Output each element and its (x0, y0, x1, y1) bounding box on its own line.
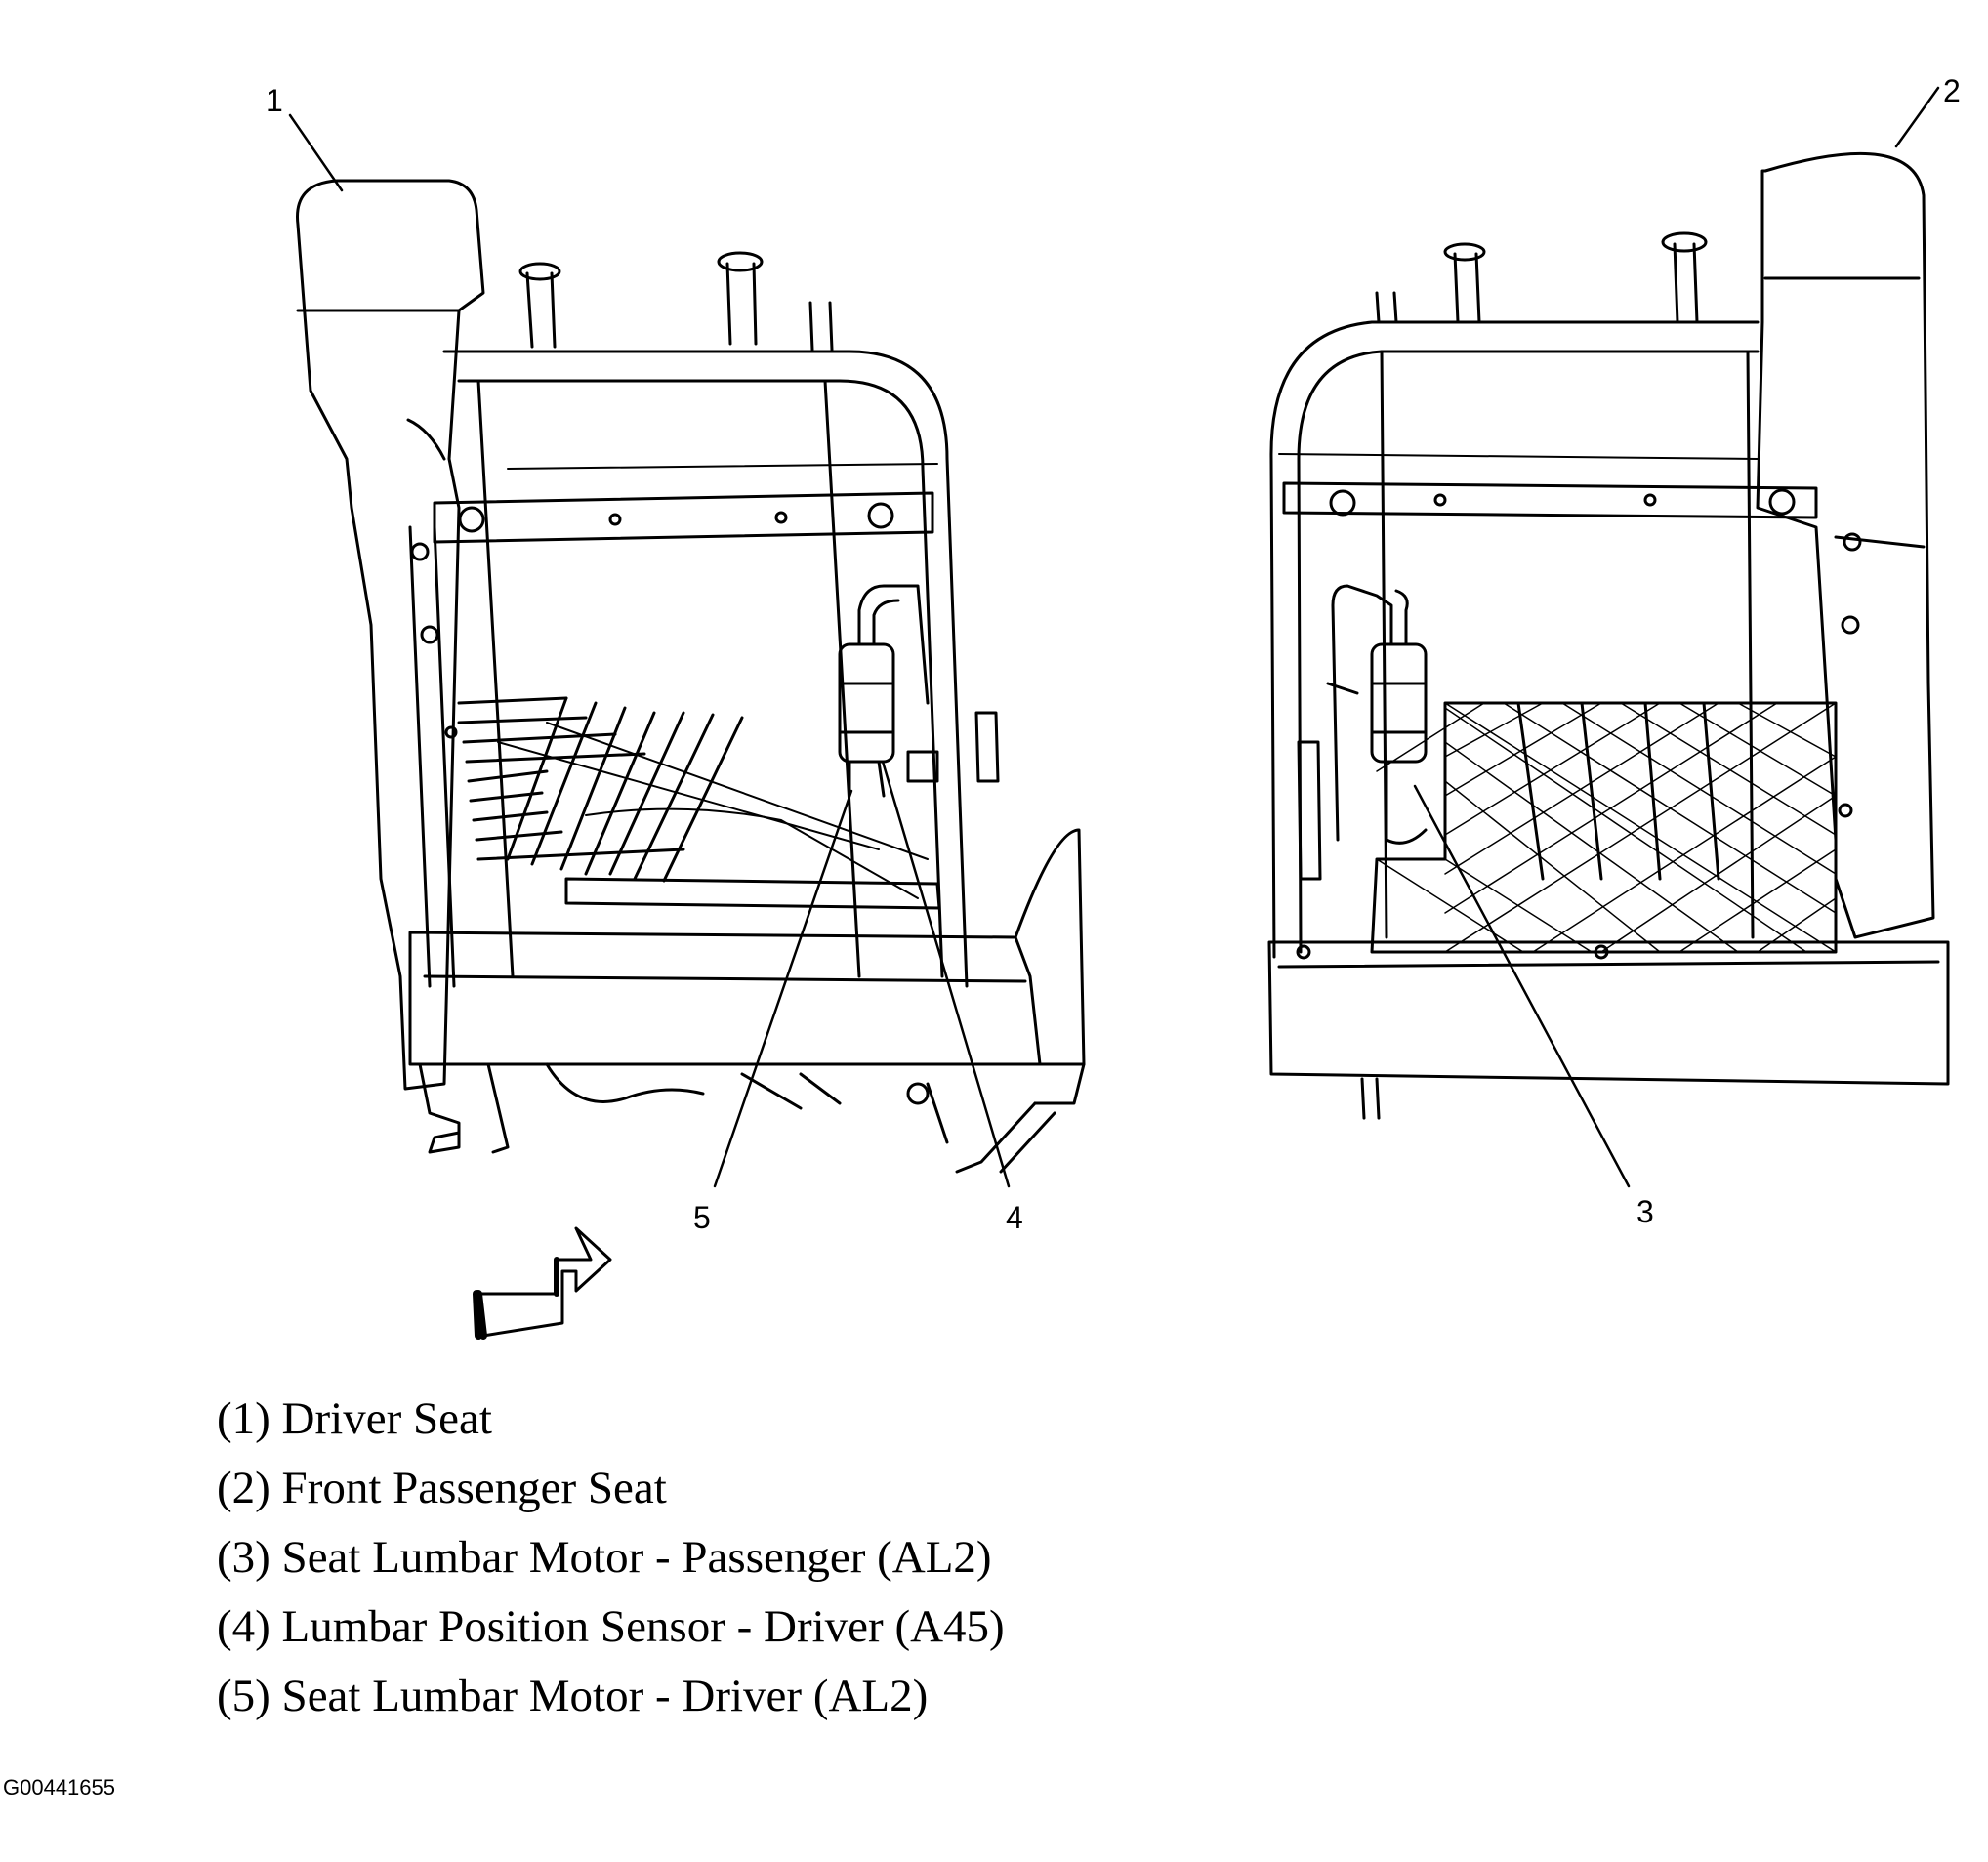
callout-4: 4 (1006, 1200, 1023, 1235)
legend-item-3: (3) Seat Lumbar Motor - Passenger (AL2) (217, 1532, 992, 1583)
legend-item-1: (1) Driver Seat (217, 1393, 492, 1444)
callout-2: 2 (1943, 73, 1961, 108)
leader-line-5 (713, 789, 853, 1188)
legend-item-5: (5) Seat Lumbar Motor - Driver (AL2) (217, 1671, 929, 1721)
leader-line-2 (1894, 86, 1940, 148)
legend: (1) Driver Seat (2) Front Passenger Seat… (217, 1385, 1005, 1731)
passenger-seat-illustration (1267, 151, 1950, 1120)
leader-line-4 (881, 760, 1011, 1188)
legend-item-2: (2) Front Passenger Seat (217, 1463, 667, 1513)
leader-lines (288, 86, 1940, 1188)
leader-line-1 (288, 113, 344, 192)
figure-id: G00441655 (3, 1775, 115, 1800)
driver-seat-illustration (296, 179, 1086, 1174)
callout-5: 5 (693, 1200, 711, 1235)
legend-item-4: (4) Lumbar Position Sensor - Driver (A45… (217, 1601, 1005, 1652)
callout-3: 3 (1636, 1194, 1654, 1229)
leader-line-3 (1413, 784, 1631, 1188)
callout-1: 1 (266, 83, 283, 118)
callout-labels: 1 2 3 4 5 (266, 73, 1961, 1235)
view-direction-arrow (473, 1226, 612, 1340)
